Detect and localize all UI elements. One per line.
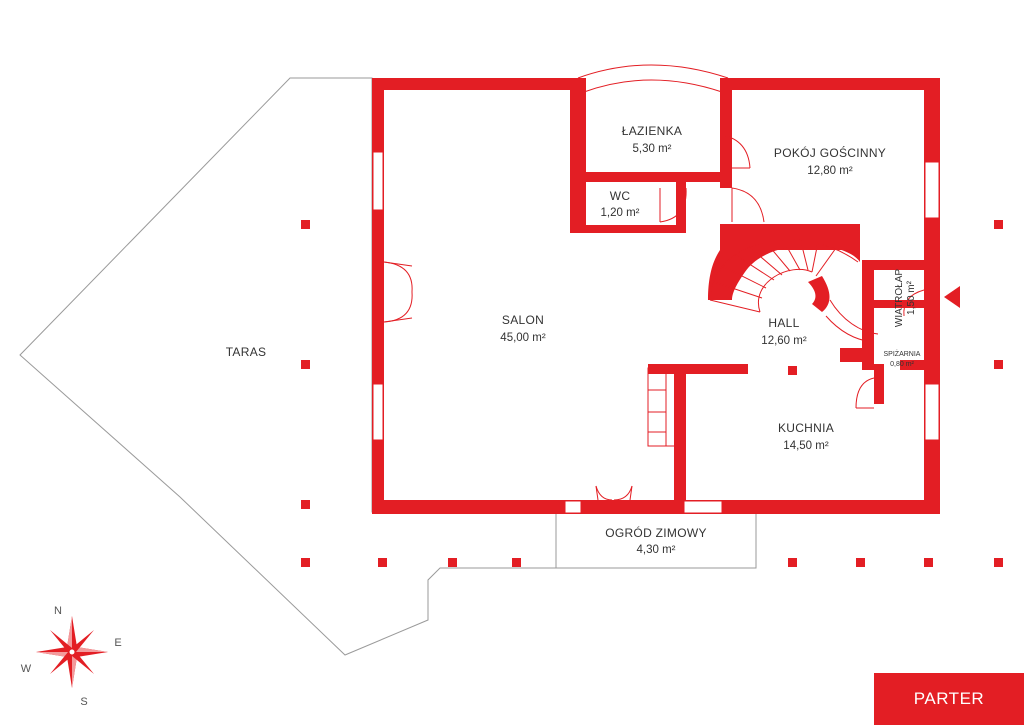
- room-area-kuchnia: 14,50 m²: [783, 440, 829, 452]
- room-area-lazienka: 5,30 m²: [633, 143, 672, 155]
- room-name-hall: HALL: [768, 316, 799, 330]
- pillars: [301, 220, 1003, 567]
- room-area-pokoj: 12,80 m²: [807, 165, 853, 177]
- interior-walls: [570, 172, 924, 504]
- room-area-wiatrolap: 1,50 m²: [906, 280, 917, 315]
- room-name-pokoj: POKÓJ GOŚCINNY: [774, 145, 886, 160]
- room-name-kuchnia: KUCHNIA: [778, 421, 834, 435]
- winter-garden-outline: [555, 511, 757, 569]
- room-area-spizarnia: 0,80 m²: [890, 361, 914, 368]
- room-name-taras: TARAS: [226, 345, 267, 359]
- compass-rose-icon: [36, 616, 108, 688]
- room-name-wiatrolap: WIATROŁAP: [894, 269, 905, 327]
- room-name-wc: WC: [610, 189, 631, 203]
- compass-s: S: [80, 696, 87, 708]
- entrance-arrow-icon: [944, 286, 960, 308]
- room-area-salon: 45,00 m²: [500, 332, 546, 344]
- room-name-spizarnia: SPIŻARNIA: [884, 349, 921, 358]
- compass-w: W: [21, 663, 32, 675]
- compass-n: N: [54, 605, 62, 617]
- room-name-lazienka: ŁAZIENKA: [622, 124, 682, 138]
- bay-window: [577, 64, 729, 93]
- spiral-stairs: [708, 230, 879, 343]
- terrace-outline: [19, 77, 557, 656]
- room-name-salon: SALON: [502, 313, 544, 327]
- doors: [383, 134, 925, 501]
- room-name-ogrod: OGRÓD ZIMOWY: [605, 525, 707, 540]
- floor-label: PARTER: [874, 673, 1024, 725]
- compass-e: E: [114, 637, 121, 649]
- room-area-ogrod: 4,30 m²: [637, 544, 676, 556]
- room-area-hall: 12,60 m²: [761, 335, 807, 347]
- room-area-wc: 1,20 m²: [601, 207, 640, 219]
- windows: [372, 151, 940, 514]
